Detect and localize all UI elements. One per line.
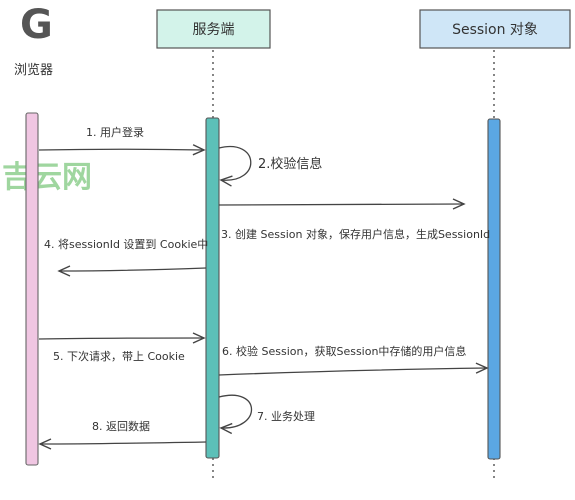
message-8-arrow	[38, 438, 207, 450]
watermark-text: 吉云网	[2, 160, 92, 195]
message-2-arrow	[218, 145, 252, 187]
session-header-box	[419, 9, 571, 49]
browser-activation-bar	[25, 112, 39, 466]
session-activation-bar	[487, 118, 501, 460]
message-2: 2.校验信息	[218, 145, 322, 187]
session-label: Session 对象	[452, 22, 538, 38]
message-6-label: 6. 校验 Session，获取Session中存储的用户信息	[222, 344, 466, 358]
browser-participant: G 浏览器	[14, 2, 53, 78]
browser-logo-icon: G	[20, 2, 53, 48]
session-participant: Session 对象	[419, 9, 571, 49]
message-2-label: 2.校验信息	[258, 156, 322, 172]
message-6-arrow	[218, 362, 489, 376]
message-4-label: 4. 将sessionId 设置到 Cookie中	[44, 238, 208, 251]
server-header-box	[156, 9, 271, 49]
message-7-label: 7. 业务处理	[257, 410, 315, 423]
message-3: 3. 创建 Session 对象，保存用户信息，生成SessionId	[218, 198, 490, 241]
message-3-arrow	[218, 198, 466, 210]
message-8: 8. 返回数据	[38, 419, 207, 450]
message-5-label: 5. 下次请求，带上 Cookie	[53, 349, 185, 363]
message-8-label: 8. 返回数据	[92, 419, 150, 433]
message-7-arrow	[218, 394, 253, 435]
message-5-arrow	[38, 332, 206, 344]
message-4: 4. 将sessionId 设置到 Cookie中	[44, 238, 208, 277]
message-7: 7. 业务处理	[218, 394, 315, 435]
message-1-label: 1. 用户登录	[86, 125, 144, 139]
message-3-label: 3. 创建 Session 对象，保存用户信息，生成SessionId	[221, 227, 490, 241]
message-6: 6. 校验 Session，获取Session中存储的用户信息	[218, 344, 489, 376]
message-1-arrow	[38, 144, 206, 156]
server-activation-bar	[205, 117, 220, 459]
browser-label: 浏览器	[14, 62, 53, 78]
message-4-arrow	[57, 265, 207, 277]
message-5: 5. 下次请求，带上 Cookie	[38, 332, 206, 363]
server-label: 服务端	[193, 22, 235, 38]
message-1: 1. 用户登录	[38, 125, 206, 156]
server-participant: 服务端	[156, 9, 271, 49]
